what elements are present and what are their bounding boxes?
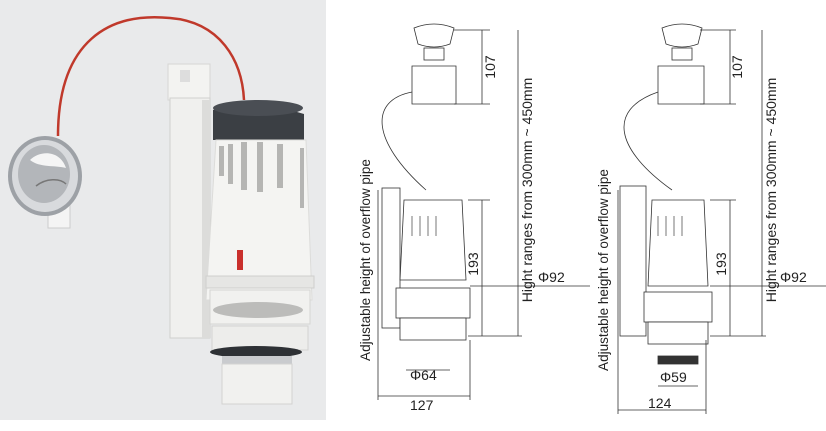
product-photo <box>0 0 326 420</box>
dim-width: 127 <box>410 397 434 413</box>
cable <box>56 16 246 137</box>
dim-total-height: Hight ranges from 300mm ~ 450mm <box>763 78 779 302</box>
valve-body <box>205 100 315 405</box>
cable-drawing <box>381 91 427 191</box>
dim-valve-height: 193 <box>465 252 481 276</box>
dim-button-height: 107 <box>482 55 498 79</box>
push-button <box>8 136 82 229</box>
valve-body-drawing <box>399 199 467 281</box>
button-cap-drawing <box>413 23 455 48</box>
dim-width: 124 <box>648 395 672 411</box>
overflow-pipe <box>167 63 211 339</box>
dim-top-diameter: Φ92 <box>538 269 565 285</box>
dim-outlet-diameter: Φ59 <box>660 369 687 385</box>
dim-outlet-diameter: Φ64 <box>410 367 437 383</box>
technical-diagram-model-1: 107 Hight ranges from 300mm ~ 450mm Adju… <box>350 0 590 426</box>
flush-valve-photo <box>0 0 326 420</box>
technical-diagram-model-2: 107 Hight ranges from 300mm ~ 450mm Adju… <box>586 0 826 426</box>
dim-valve-height: 193 <box>713 252 729 276</box>
dim-overflow-label: Adjustable height of overflow pipe <box>358 159 373 361</box>
dim-total-height: Hight ranges from 300mm ~ 450mm <box>519 78 535 302</box>
dim-overflow-label: Adjustable height of overflow pipe <box>596 169 611 371</box>
dim-top-diameter: Φ92 <box>780 269 807 285</box>
dim-button-height: 107 <box>729 55 745 79</box>
overflow-pipe-drawing <box>381 187 401 329</box>
